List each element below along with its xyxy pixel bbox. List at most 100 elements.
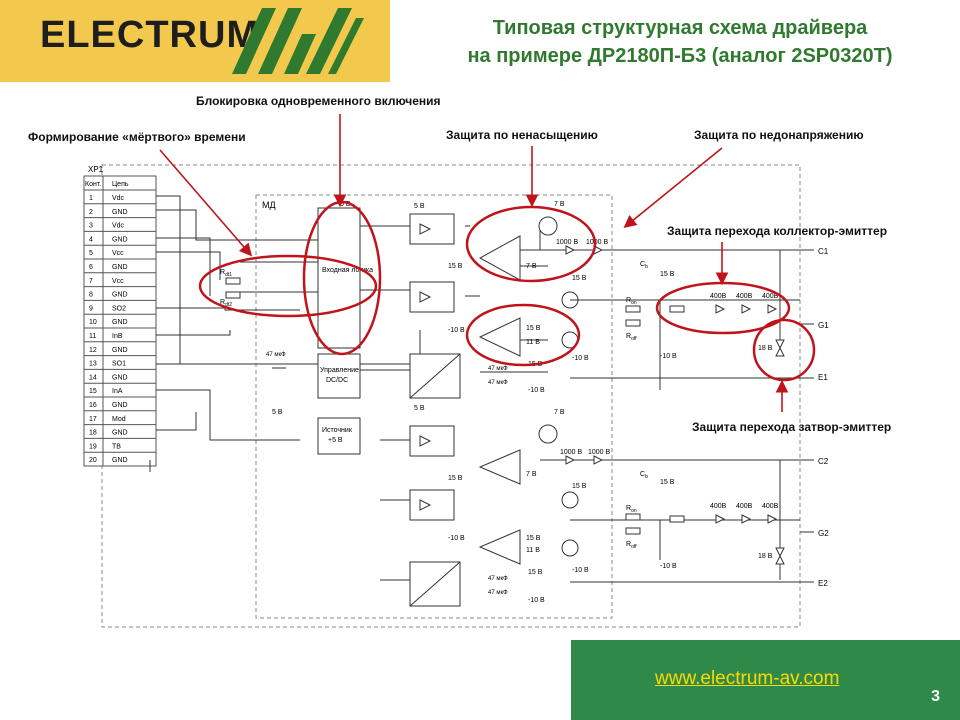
svg-text:-10 В: -10 В [528, 597, 545, 604]
svg-text:11 В: 11 В [526, 339, 540, 346]
annotation-arrows [159, 114, 789, 412]
current-source-top [538, 216, 558, 236]
connector-pin-signal: Vdc [112, 223, 125, 230]
logo-block: ELECTRUM [0, 0, 390, 82]
svg-text:15 В: 15 В [448, 263, 463, 270]
svg-text:400В: 400В [710, 503, 727, 510]
annotation-ge-protection: Защита перехода затвор-эмиттер [692, 420, 892, 434]
svg-text:-10 В: -10 В [572, 567, 589, 574]
output-g1: G1 [818, 321, 829, 330]
svg-text:-10 В: -10 В [448, 535, 465, 542]
connector-pin-signal: GND [112, 430, 128, 437]
connector-pin-number: 20 [89, 457, 97, 464]
svg-text:-10 В: -10 В [448, 327, 465, 334]
svg-text:7 В: 7 В [526, 471, 537, 478]
connector-pin-number: 7 [89, 278, 93, 285]
connector-pin-signal: GND [112, 457, 128, 464]
rdt1-label: Rdt1 [220, 269, 232, 278]
roff-bottom: Roff [626, 541, 637, 550]
svg-text:1000 В: 1000 В [586, 239, 609, 246]
cap-47-left: 47 мкФ [266, 352, 286, 358]
highlight-deadtime [198, 254, 378, 318]
svg-text:18 В: 18 В [758, 345, 773, 352]
ron-bottom: Ron [626, 505, 637, 514]
svg-text:47 мкФ: 47 мкФ [488, 590, 508, 596]
module-frame [255, 194, 613, 619]
output-g2: G2 [818, 529, 829, 538]
svg-text:1000 В: 1000 В [588, 449, 611, 456]
svg-text:400В: 400В [710, 293, 727, 300]
svg-text:15 В: 15 В [526, 325, 541, 332]
connector-col-circuit: Цепь [112, 181, 129, 188]
source-5v: 5 В [272, 409, 283, 416]
connector-pin-number: 6 [89, 264, 93, 271]
svg-text:47 мкФ: 47 мкФ [488, 576, 508, 582]
connector-pin-number: 9 [89, 305, 93, 312]
rdt2-label: Rdt2 [220, 299, 232, 308]
resistor-rdt1 [225, 277, 241, 285]
connector-pin-signal: InB [112, 333, 123, 340]
svg-text:15 В: 15 В [528, 569, 543, 576]
svg-text:11 В: 11 В [526, 547, 540, 554]
page-title: Типовая структурная схема драйвера на пр… [420, 14, 940, 70]
module-label: МД [262, 200, 276, 210]
svg-text:47 мкФ: 47 мкФ [488, 366, 508, 372]
logo-text: ELECTRUM [40, 14, 260, 56]
connector-pin-number: 18 [89, 430, 97, 437]
source-label-2: +5 В [328, 437, 343, 444]
cb-top-label: Cb [640, 261, 648, 270]
connector-pin-number: 14 [89, 374, 97, 381]
connector-pin-signal: GND [112, 264, 128, 271]
svg-text:15 В: 15 В [572, 483, 587, 490]
svg-text:18 В: 18 В [758, 553, 773, 560]
svg-text:7 В: 7 В [554, 409, 565, 416]
connector-pin-signal: GND [112, 402, 128, 409]
source-block [317, 417, 361, 455]
connector-pin-signal: Vcc [112, 250, 124, 257]
connector-pin-number: 19 [89, 443, 97, 450]
dcdc-label-1: Управление [320, 367, 359, 374]
svg-text:7 В: 7 В [526, 263, 537, 270]
svg-text:400В: 400В [736, 293, 753, 300]
svg-text:47 мкФ: 47 мкФ [488, 380, 508, 386]
title-line-2: на примере ДР2180П-Б3 (аналог 2SP0320T) [467, 45, 893, 67]
connector-pin-signal: InA [112, 388, 123, 395]
connector-pin-signal: Vcc [112, 278, 124, 285]
connector-pin-number: 1 [89, 195, 93, 202]
svg-text:400В: 400В [762, 503, 779, 510]
page-number: 3 [931, 688, 940, 705]
current-source-bottom [538, 424, 558, 444]
connector-pin-signal: GND [112, 347, 128, 354]
connector-pin-number: 4 [89, 236, 93, 243]
svg-text:-10 В: -10 В [528, 387, 545, 394]
svg-text:5 В: 5 В [414, 405, 425, 412]
annotation-deadtime: Формирование «мёртвого» времени [28, 130, 246, 144]
connector-pin-signal: SO1 [112, 361, 126, 368]
website-link[interactable]: www.electrum-av.com [655, 668, 840, 689]
connector-pin-number: 11 [89, 333, 96, 340]
connector-pin-signal: GND [112, 319, 128, 326]
connector-pin-signal: TB [112, 443, 121, 450]
svg-text:15 В: 15 В [448, 475, 463, 482]
highlight-undervoltage [465, 303, 581, 367]
connector-pin-number: 15 [89, 388, 97, 395]
svg-text:15 В: 15 В [572, 275, 587, 282]
output-c2: C2 [818, 457, 829, 466]
connector-pin-signal: GND [112, 374, 128, 381]
connector-pin-number: 2 [89, 209, 93, 216]
annotation-undervoltage: Защита по недонапряжению [694, 128, 864, 142]
dcdc-label-2: DC/DC [326, 377, 348, 384]
resistor-rdt2 [225, 291, 241, 299]
highlights [198, 200, 816, 382]
connector-pin-signal: GND [112, 209, 128, 216]
logo-av-mark-icon [232, 8, 364, 74]
comparators [478, 235, 521, 565]
annotation-desat: Защита по ненасыщению [446, 128, 598, 142]
annotation-ce-protection: Защита перехода коллектор-эмиттер [667, 224, 888, 238]
annotation-interlock: Блокировка одновременного включения [196, 94, 441, 108]
connector-pin-number: 17 [89, 416, 97, 423]
ron-top: Ron [626, 297, 637, 306]
connector-pin-number: 8 [89, 292, 93, 299]
